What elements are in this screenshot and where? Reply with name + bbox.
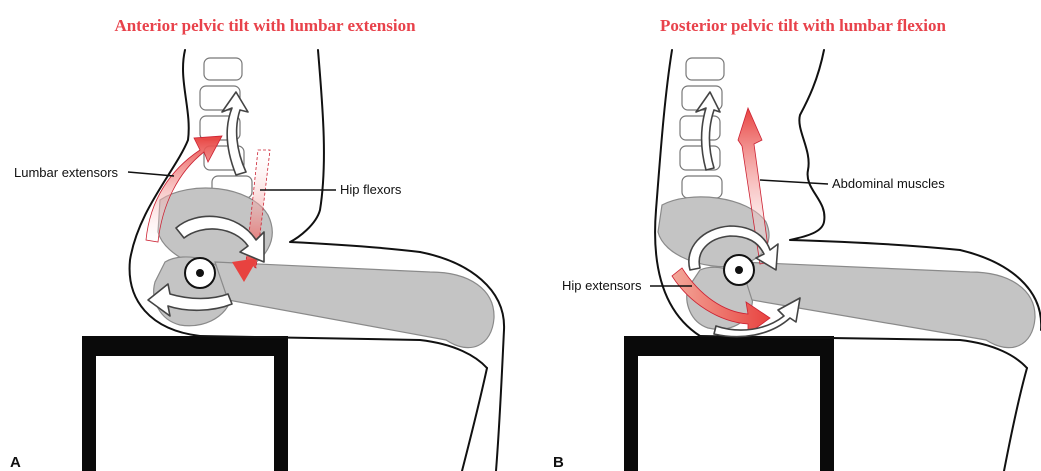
leader-lumbar-extensors	[128, 172, 174, 176]
label-abdominal-muscles: Abdominal muscles	[832, 176, 945, 191]
chair-a	[82, 336, 288, 471]
knee-outline-b	[1004, 368, 1027, 471]
panel-b-title: Posterior pelvic tilt with lumbar flexio…	[660, 16, 947, 35]
front-torso-outline-a	[290, 50, 420, 252]
label-hip-extensors: Hip extensors	[562, 278, 642, 293]
panel-a-title: Anterior pelvic tilt with lumbar extensi…	[114, 16, 416, 35]
label-hip-flexors: Hip flexors	[340, 182, 402, 197]
leader-abdominal-muscles	[760, 180, 828, 184]
pelvis-a	[154, 188, 494, 348]
label-lumbar-extensors: Lumbar extensors	[14, 165, 119, 180]
chair-b	[624, 336, 834, 471]
femur-a	[215, 262, 494, 348]
front-torso-outline-b	[790, 50, 960, 250]
knee-outline-a	[462, 368, 487, 471]
panel-b: Posterior pelvic tilt with lumbar flexio…	[553, 16, 1041, 471]
panel-b-letter: B	[553, 454, 564, 471]
femur-b	[740, 262, 1035, 348]
lumbar-spine-a	[200, 58, 252, 198]
panel-a: Anterior pelvic tilt with lumbar extensi…	[10, 16, 504, 471]
panel-a-letter: A	[10, 454, 21, 471]
pelvis-b	[658, 197, 1035, 348]
